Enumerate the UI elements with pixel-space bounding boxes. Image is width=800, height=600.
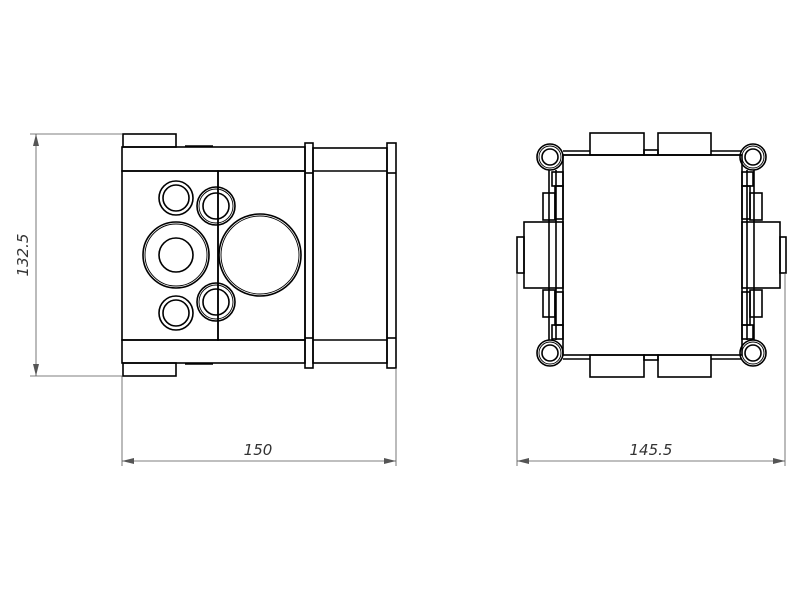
front-view: 145.5 [516,132,787,466]
front-width-dimension: 145.5 [516,273,786,466]
contact-holes [142,180,302,331]
height-dimension: 132.5 [14,133,122,377]
width-dimension: 150 [121,368,397,466]
top-tab [122,133,177,148]
left-latch [523,221,564,289]
sleeve [312,147,388,364]
insert-panel [121,170,219,341]
side-view: 132.5 150 [14,133,397,466]
corner-holes [536,143,767,367]
housing-body [562,154,743,356]
flange-1 [304,142,314,369]
bottom-band [121,339,306,364]
bottom-tab [122,362,177,377]
front-width-dimension-label: 145.5 [630,441,673,459]
top-band [121,146,306,172]
flange-2 [386,142,397,369]
width-dimension-label: 150 [244,441,273,459]
height-dimension-label: 132.5 [14,234,32,277]
